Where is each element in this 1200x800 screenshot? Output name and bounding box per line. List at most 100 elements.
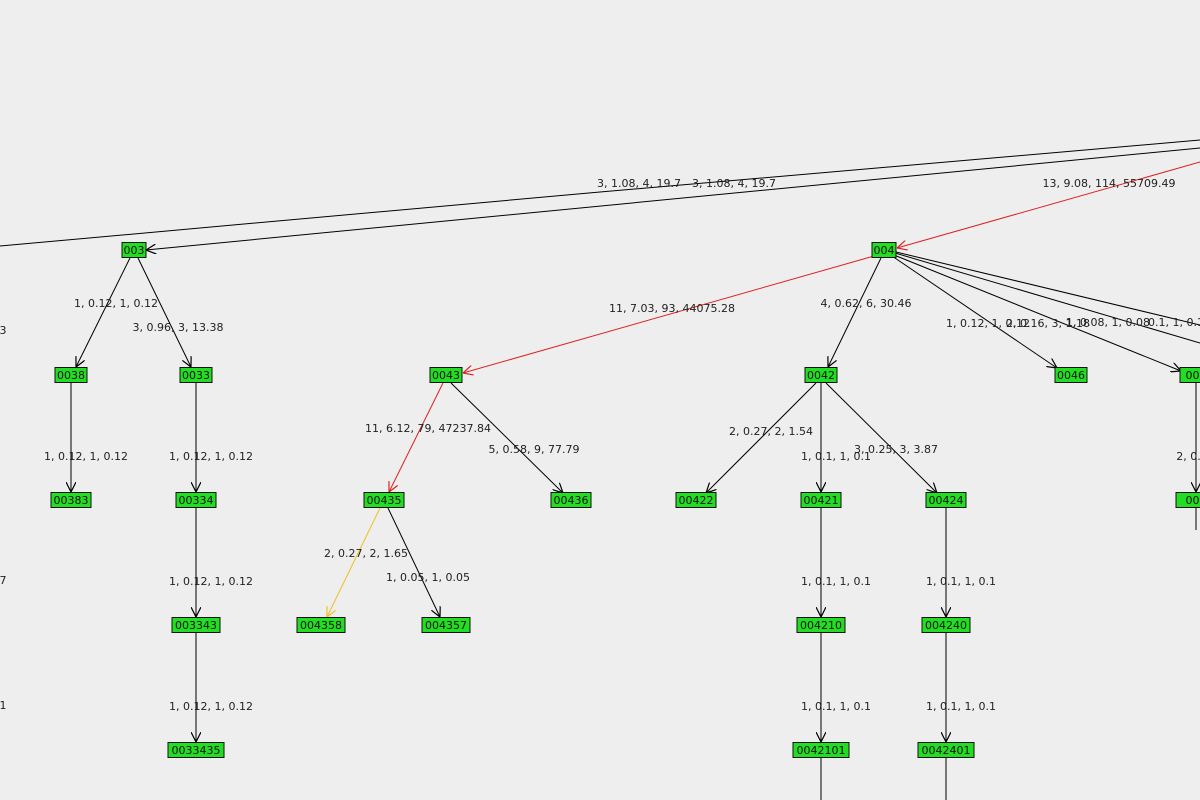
tree-node[interactable]: 0042401 [917, 742, 975, 758]
edge-label: 1, 0.12, 1, 0.12 [169, 700, 253, 713]
edge-label: 11, 6.12, 79, 47237.84 [365, 422, 491, 435]
node-box [1179, 367, 1200, 383]
node-box [917, 742, 975, 758]
tree-node[interactable]: 004240 [921, 617, 971, 633]
node-label: 0043 [432, 369, 460, 382]
tree-node[interactable]: 0033435 [167, 742, 225, 758]
tree-node[interactable]: 003343 [171, 617, 221, 633]
edge-00435-004358 [327, 507, 381, 617]
node-label: 00383 [54, 494, 89, 507]
edge-offleft-003 [0, 139, 1200, 247]
node-box [921, 617, 971, 633]
edge-label: 1, 0.1, 1, 0.1 [801, 700, 871, 713]
tree-node[interactable]: 00435 [363, 492, 405, 508]
edge-label: 13, 9.08, 114, 55709.49 [1043, 177, 1176, 190]
tree-node[interactable]: 0046 [1054, 367, 1088, 383]
edge-003-0033 [137, 257, 191, 367]
node-box [675, 492, 717, 508]
node-label: 00422 [679, 494, 714, 507]
node-box [421, 617, 471, 633]
tree-node[interactable]: 00436 [550, 492, 592, 508]
node-box [171, 617, 221, 633]
edge-label-fragment: 7 [0, 574, 7, 587]
edge-label: 2, 0.16, 3, 1.18 [1006, 317, 1090, 330]
tree-node[interactable]: 004357 [421, 617, 471, 633]
tree-node[interactable]: 0033 [179, 367, 213, 383]
node-box [804, 367, 838, 383]
node-box [1054, 367, 1088, 383]
node-box [296, 617, 346, 633]
edge-label: 1, 0.1, 1, 0.1 [801, 575, 871, 588]
edge-label: 1, 0.08, 1, 0.08 [1066, 316, 1150, 329]
node-label: 004210 [800, 619, 842, 632]
nodes-layer: 003 004 0038 0033 0043 0042 0046 004 00383 00334 0… [50, 242, 1200, 758]
node-box [550, 492, 592, 508]
edge-004-004x [893, 254, 1181, 371]
edge-0043-00435 [389, 382, 444, 492]
tree-node[interactable]: 0042101 [792, 742, 850, 758]
edge-label: 1, 0.05, 1, 0.05 [386, 571, 470, 584]
edge-004-off2 [895, 251, 1200, 326]
node-label: 00334 [179, 494, 214, 507]
node-box [796, 617, 846, 633]
edge-label: 5, 0.58, 9, 77.79 [489, 443, 580, 456]
node-label: 0038 [57, 369, 85, 382]
edge-label: 1, 0.12, 1, 0.12 [169, 575, 253, 588]
node-label: 004357 [425, 619, 467, 632]
node-label: 0042401 [922, 744, 971, 757]
edge-label: 1, 0.12, 1, 0.12 [44, 450, 128, 463]
edge-root-003 [146, 147, 1200, 250]
node-box [800, 492, 842, 508]
edge-label: 3, 1.08, 4, 19.7 [597, 177, 681, 190]
tree-node[interactable]: 00422 [675, 492, 717, 508]
edge-004-0042 [828, 257, 882, 367]
edge-0042-00424 [825, 382, 937, 493]
edge-label: 1, 0.12, 1, 0.12 [946, 317, 1030, 330]
node-label: 004 [874, 244, 895, 257]
node-label: 004 [1186, 494, 1200, 507]
node-label: 003343 [175, 619, 217, 632]
node-box [925, 492, 967, 508]
node-box [792, 742, 850, 758]
edge-label: 1, 0.12, 1, 0.12 [169, 450, 253, 463]
node-label: 00421 [804, 494, 839, 507]
tree-node[interactable]: 00421 [800, 492, 842, 508]
node-label: 004 [1186, 369, 1200, 382]
edge-label: 1, 0.1, 1, 0.1 [801, 450, 871, 463]
tree-node[interactable]: 004 [871, 242, 897, 258]
edges-layer [0, 139, 1200, 800]
edge-root-004 [897, 161, 1200, 248]
edge-0043-00436 [450, 382, 563, 493]
edge-label-fragment: 1 [0, 699, 7, 712]
tree-node[interactable]: 003 [121, 242, 147, 258]
tree-node[interactable]: 004358 [296, 617, 346, 633]
node-box [167, 742, 225, 758]
node-label: 00424 [929, 494, 964, 507]
tree-node[interactable]: 0042 [804, 367, 838, 383]
edge-labels-layer: 3, 1.08, 4, 19.7 3, 1.08, 4, 19.7 13, 9.08… [0, 177, 1200, 713]
tree-node[interactable]: 004210 [796, 617, 846, 633]
tree-node[interactable]: 00383 [50, 492, 92, 508]
tree-node[interactable]: 00424 [925, 492, 967, 508]
node-box [429, 367, 463, 383]
tree-node[interactable]: 0038 [54, 367, 88, 383]
tree-node[interactable]: 004 [1175, 492, 1200, 508]
edge-label: 11, 7.03, 93, 44075.28 [609, 302, 735, 315]
edge-label: 2, 0.1 [1176, 450, 1200, 463]
node-box [50, 492, 92, 508]
edge-00435-004357 [387, 507, 440, 617]
node-box [1175, 492, 1200, 508]
edge-label: 3, 0.25, 3, 3.87 [854, 443, 938, 456]
node-label: 00435 [367, 494, 402, 507]
node-label: 0046 [1057, 369, 1085, 382]
tree-node[interactable]: 0043 [429, 367, 463, 383]
edge-label: 3, 0.96, 3, 13.38 [133, 321, 224, 334]
node-label: 00436 [554, 494, 589, 507]
tree-node[interactable]: 00334 [175, 492, 217, 508]
tree-node[interactable]: 004 [1179, 367, 1200, 383]
node-label: 0033 [182, 369, 210, 382]
edge-label-fragment: 3 [0, 324, 7, 337]
edge-label: 3, 1.08, 4, 19.7 [692, 177, 776, 190]
node-box [179, 367, 213, 383]
